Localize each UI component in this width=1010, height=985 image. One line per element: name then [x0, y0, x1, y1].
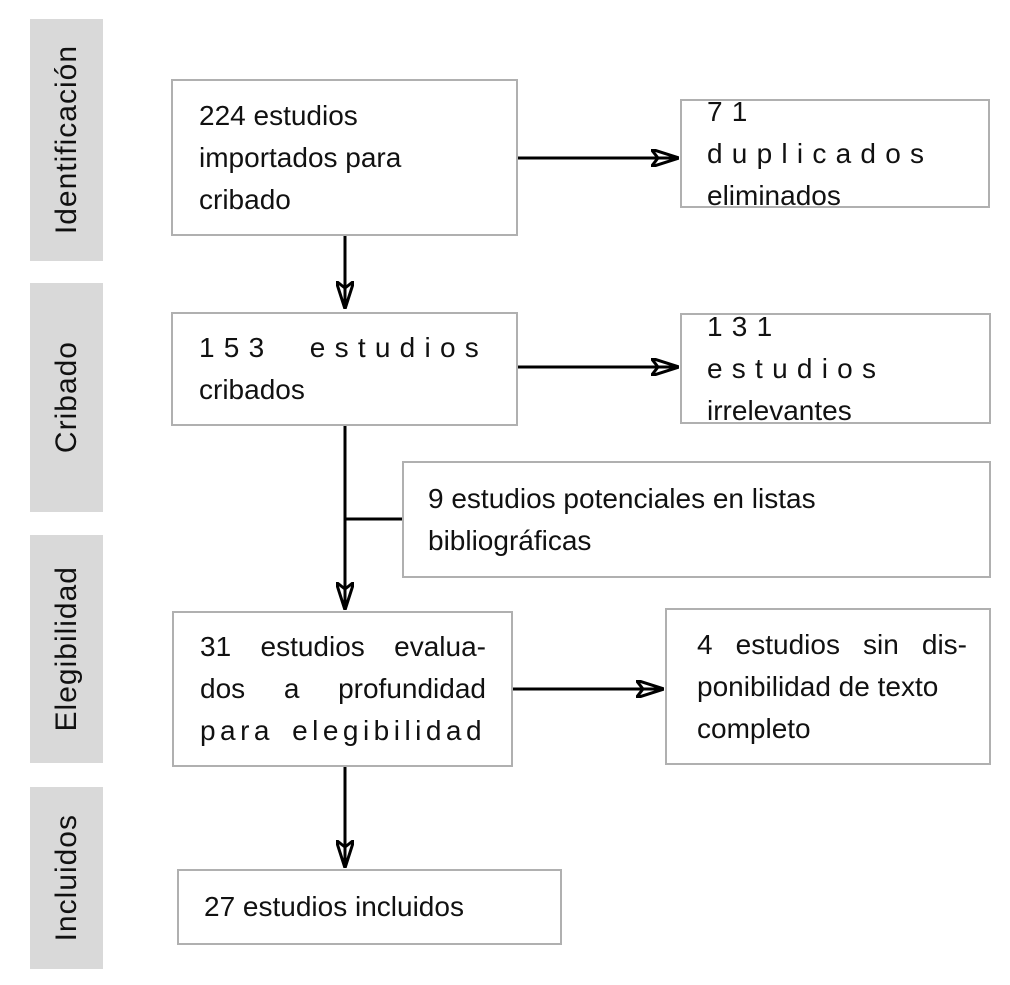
- box-line: 27 estudios incluidos: [204, 891, 464, 922]
- stage-label-incluidos: Incluidos: [30, 787, 103, 969]
- box-studies-included: 27 estudios incluidos: [177, 869, 562, 945]
- box-line: eliminados: [707, 179, 841, 211]
- box-line: 4 estudios sin dis-: [697, 628, 967, 660]
- box-no-fulltext-available: 4 estudios sin dis- ponibilidad de texto…: [665, 608, 991, 765]
- box-line: completo: [697, 712, 811, 744]
- box-line: 131 estudios: [707, 310, 886, 384]
- box-line: para elegibilidad: [200, 715, 486, 746]
- box-line: 153 estudios: [199, 332, 488, 363]
- box-fulltext-assessed: 31 estudios evalua- dos a profundidad pa…: [172, 611, 513, 767]
- stage-label-elegibilidad: Elegibilidad: [30, 535, 103, 763]
- box-line: cribado: [199, 183, 291, 215]
- box-studies-irrelevant: 131 estudios irrelevantes: [680, 311, 991, 426]
- box-line: bibliográficas: [428, 524, 592, 556]
- box-studies-screened: 153 estudios cribados: [171, 312, 518, 426]
- box-line: 31 estudios evalua-: [200, 631, 486, 662]
- box-line: cribados: [199, 374, 305, 405]
- box-line: dos a profundidad: [200, 673, 486, 704]
- stage-label-cribado: Cribado: [30, 283, 103, 512]
- box-line: 71 duplicados: [707, 95, 934, 169]
- stage-label-identificacion: Identificación: [30, 19, 103, 261]
- box-line: 9 estudios potenciales en listas: [428, 482, 816, 514]
- box-line: ponibilidad de texto: [697, 670, 939, 702]
- box-reference-list-studies: 9 estudios potenciales en listas bibliog…: [402, 461, 991, 578]
- box-line: 224 estudios: [199, 99, 358, 131]
- box-line: importados para: [199, 141, 402, 173]
- box-duplicates-removed: 71 duplicados eliminados: [680, 96, 990, 211]
- box-imported-studies: 224 estudios importados para cribado: [171, 79, 518, 236]
- box-line: irrelevantes: [707, 394, 852, 426]
